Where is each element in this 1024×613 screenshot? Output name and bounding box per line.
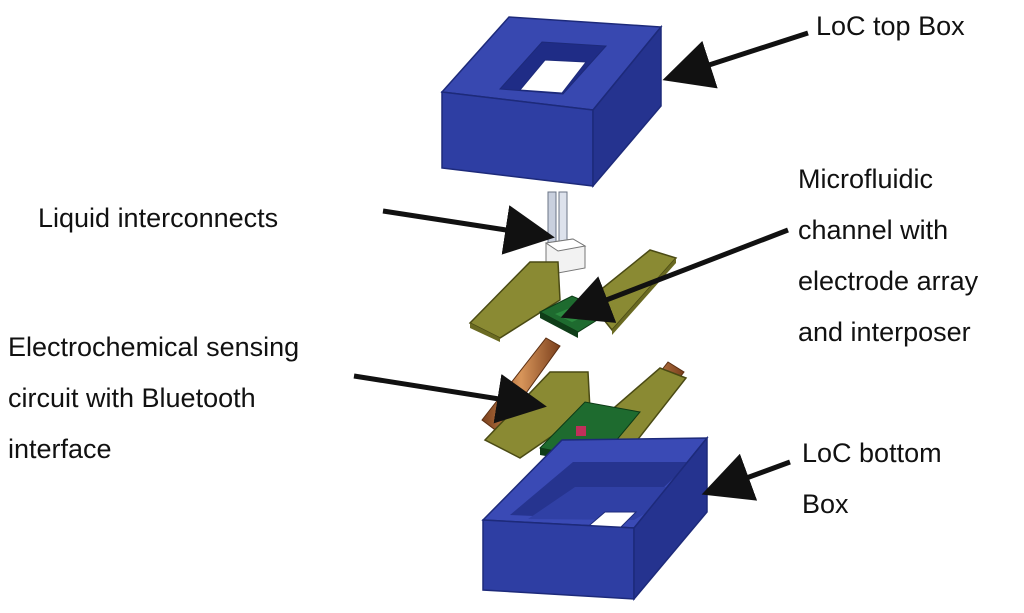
label-electrochemical-line-3: interface (8, 434, 112, 464)
label-loc-top-box: LoC top Box (816, 8, 965, 44)
label-microfluidic-line-3: electrode array (798, 266, 979, 296)
loc-bottom-box (481, 435, 709, 602)
label-loc-bottom-box: LoC bottom Box (802, 428, 942, 530)
label-microfluidic: Microfluidic channel with electrode arra… (798, 154, 978, 358)
label-microfluidic-line-1: Microfluidic (798, 164, 934, 194)
liquid-interconnects (544, 191, 587, 274)
arrow-electrochemical (353, 373, 547, 424)
label-loc-bottom-box-line-2: Box (802, 489, 849, 519)
label-microfluidic-line-2: channel with (798, 215, 949, 245)
arrow-liquid-interconnects (382, 205, 555, 255)
label-loc-top-box-line: LoC top Box (816, 11, 965, 41)
label-electrochemical-line-2: circuit with Bluetooth (8, 383, 256, 413)
label-microfluidic-line-4: and interposer (798, 317, 971, 347)
label-loc-bottom-box-line-1: LoC bottom (802, 438, 942, 468)
label-liquid-interconnects-line: Liquid interconnects (38, 203, 279, 233)
label-electrochemical: Electrochemical sensing circuit with Blu… (8, 322, 299, 475)
label-liquid-interconnects: Liquid interconnects (38, 200, 278, 236)
arrow-loc-top-box (662, 30, 809, 89)
loc-top-box (440, 16, 663, 189)
label-electrochemical-line-1: Electrochemical sensing (8, 332, 300, 362)
arrow-loc-bottom-box (701, 453, 791, 501)
callout-arrows (353, 30, 809, 501)
arrow-microfluidic (560, 227, 789, 323)
